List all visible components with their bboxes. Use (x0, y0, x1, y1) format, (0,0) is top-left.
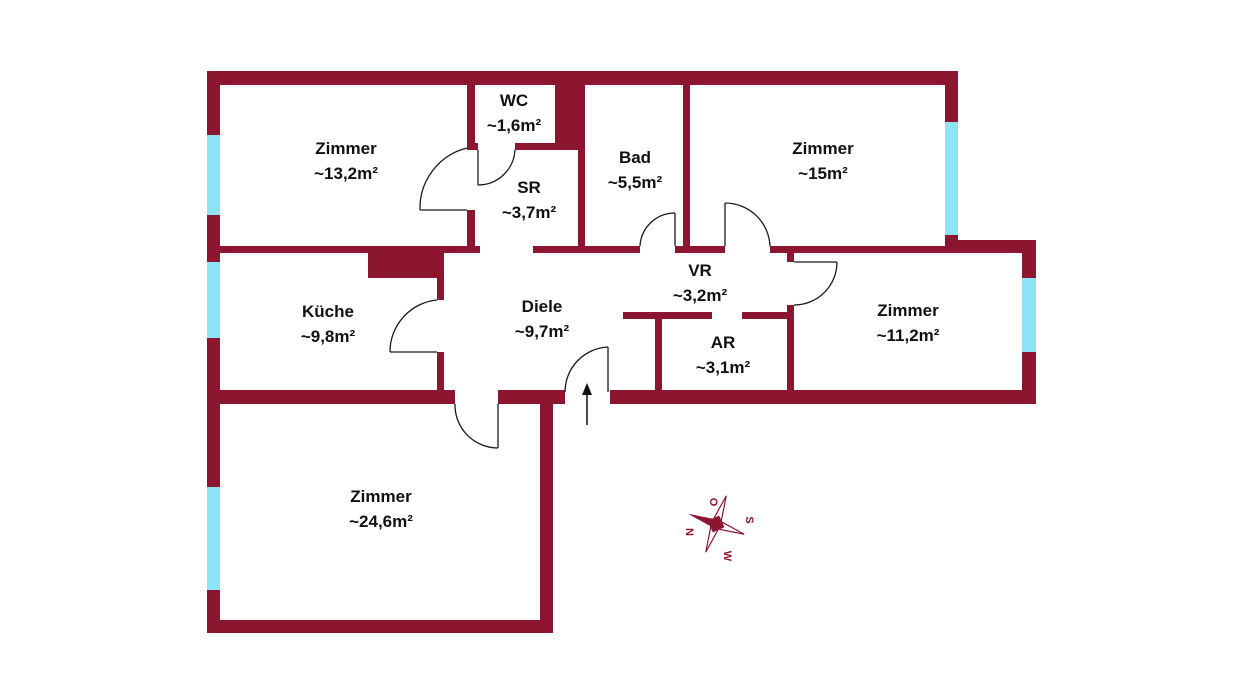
compass-label-w: W (721, 551, 733, 562)
room-name: Zimmer (315, 139, 377, 158)
windows (207, 122, 1036, 590)
room-name: Zimmer (350, 487, 412, 506)
room-area: ~24,6m² (349, 512, 413, 531)
compass-label-n: N (683, 528, 695, 536)
room-name: Zimmer (792, 139, 854, 158)
room-area: ~3,2m² (672, 286, 728, 305)
room-name: Küche (302, 302, 354, 321)
room-name: VR (688, 261, 712, 280)
room-name: SR (517, 178, 541, 197)
room-name: Zimmer (877, 301, 939, 320)
room-ar: AR ~3,1m² (696, 330, 750, 380)
room-vr: VR ~3,2m² (673, 258, 727, 308)
doors (389, 147, 838, 449)
room-area: ~13,2m² (314, 164, 378, 183)
room-zimmer-24: Zimmer ~24,6m² (349, 484, 413, 534)
room-area: ~9,8m² (300, 327, 356, 346)
room-area: ~3,1m² (695, 358, 751, 377)
room-sr: SR ~3,7m² (502, 175, 556, 225)
room-area: ~15m² (798, 164, 848, 183)
room-area: ~1,6m² (486, 116, 542, 135)
room-name: AR (710, 333, 736, 352)
room-area: ~11,2m² (876, 326, 940, 345)
room-area: ~3,7m² (501, 203, 557, 222)
room-name: Diele (521, 297, 563, 316)
room-name: Bad (618, 148, 652, 167)
compass-label-o: O (707, 498, 719, 507)
room-bad: Bad ~5,5m² (608, 145, 662, 195)
room-zimmer-15: Zimmer ~15m² (792, 136, 853, 186)
room-zimmer-13: Zimmer ~13,2m² (314, 136, 378, 186)
compass-rose (687, 495, 745, 553)
room-wc: WC ~1,6m² (487, 88, 541, 138)
room-zimmer-11: Zimmer ~11,2m² (877, 298, 940, 348)
room-kueche: Küche ~9,8m² (301, 299, 355, 349)
entrance-arrow (582, 383, 592, 425)
room-name: WC (499, 91, 529, 110)
room-area: ~5,5m² (607, 173, 663, 192)
room-area: ~9,7m² (514, 322, 570, 341)
room-diele: Diele ~9,7m² (515, 294, 569, 344)
compass-label-s: S (743, 516, 755, 523)
